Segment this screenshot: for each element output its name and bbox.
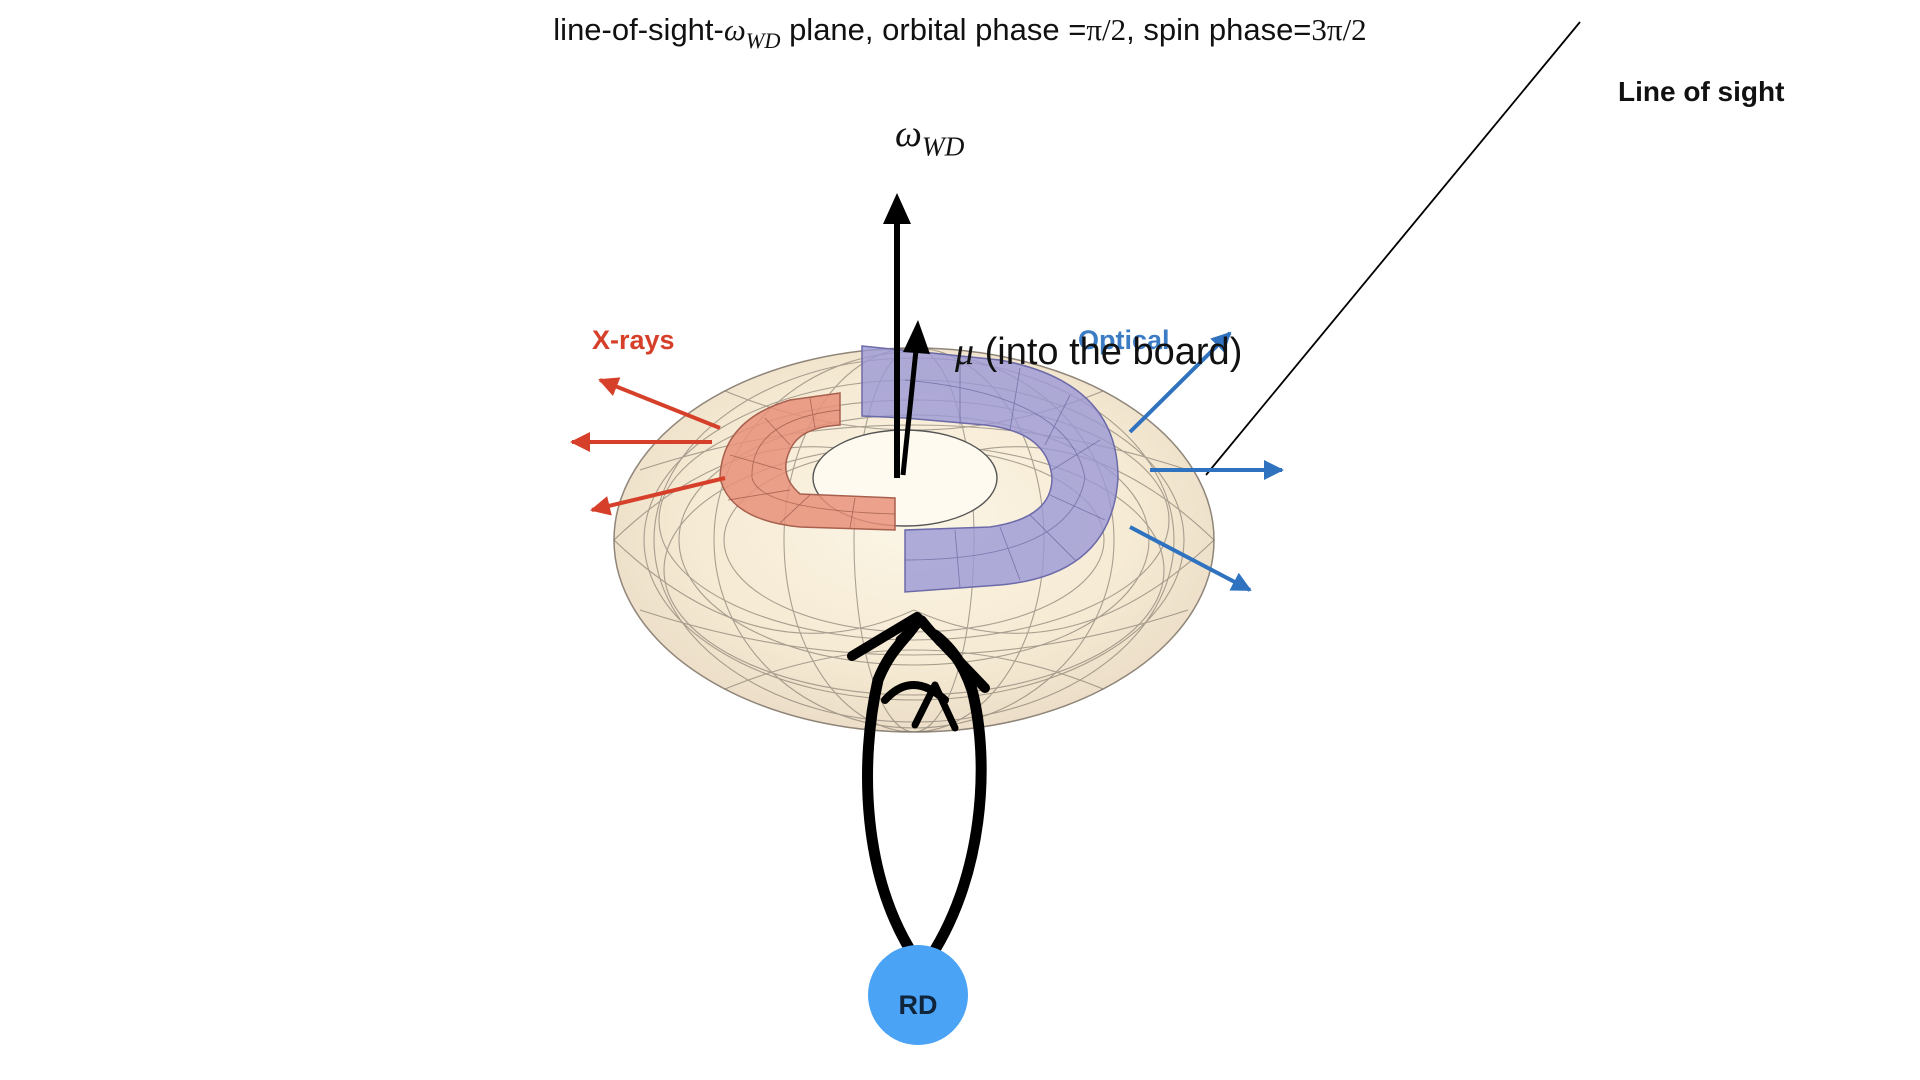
title-orbital-phase: π/2 xyxy=(1086,12,1127,47)
spin-axis-omega: ω xyxy=(895,113,922,155)
magnetic-axis-label: μ (into the board) xyxy=(955,330,1242,374)
spin-axis-arrow xyxy=(883,193,911,478)
xrays-label: X-rays xyxy=(592,325,675,355)
xray-emission-region xyxy=(719,392,896,531)
spin-axis-label: ωWD xyxy=(895,112,964,163)
xray-arrow-up xyxy=(598,377,721,430)
title-spin-text: , spin phase= xyxy=(1126,12,1312,47)
spin-axis-subscript: WD xyxy=(921,131,965,162)
orbit-loop xyxy=(847,612,990,971)
companion-label: RD xyxy=(898,990,938,1020)
title-omega: ω xyxy=(723,12,746,47)
diagram-title: line-of-sight-ωWD plane, orbital phase =… xyxy=(0,12,1920,54)
optical-emission-region xyxy=(861,345,1119,593)
line-of-sight-line xyxy=(1205,21,1581,476)
title-prefix: line-of-sight- xyxy=(553,12,724,47)
title-spin-phase: 3π/2 xyxy=(1311,12,1367,47)
line-of-sight-label: Line of sight xyxy=(1618,76,1785,107)
title-omega-subscript: WD xyxy=(745,27,781,53)
magnetic-axis-arrow xyxy=(900,320,930,476)
optical-arrow-up xyxy=(1128,331,1232,434)
mu-symbol: μ xyxy=(955,331,975,373)
mu-text: (into the board) xyxy=(974,331,1243,373)
optical-arrow-down xyxy=(1129,525,1252,592)
optical-label: Optical xyxy=(1078,325,1170,355)
companion-star xyxy=(868,945,968,1045)
xray-arrows xyxy=(570,377,726,516)
title-mid: plane, orbital phase = xyxy=(780,12,1087,47)
xray-arrow-down xyxy=(590,476,726,516)
optical-arrows xyxy=(1128,331,1284,592)
